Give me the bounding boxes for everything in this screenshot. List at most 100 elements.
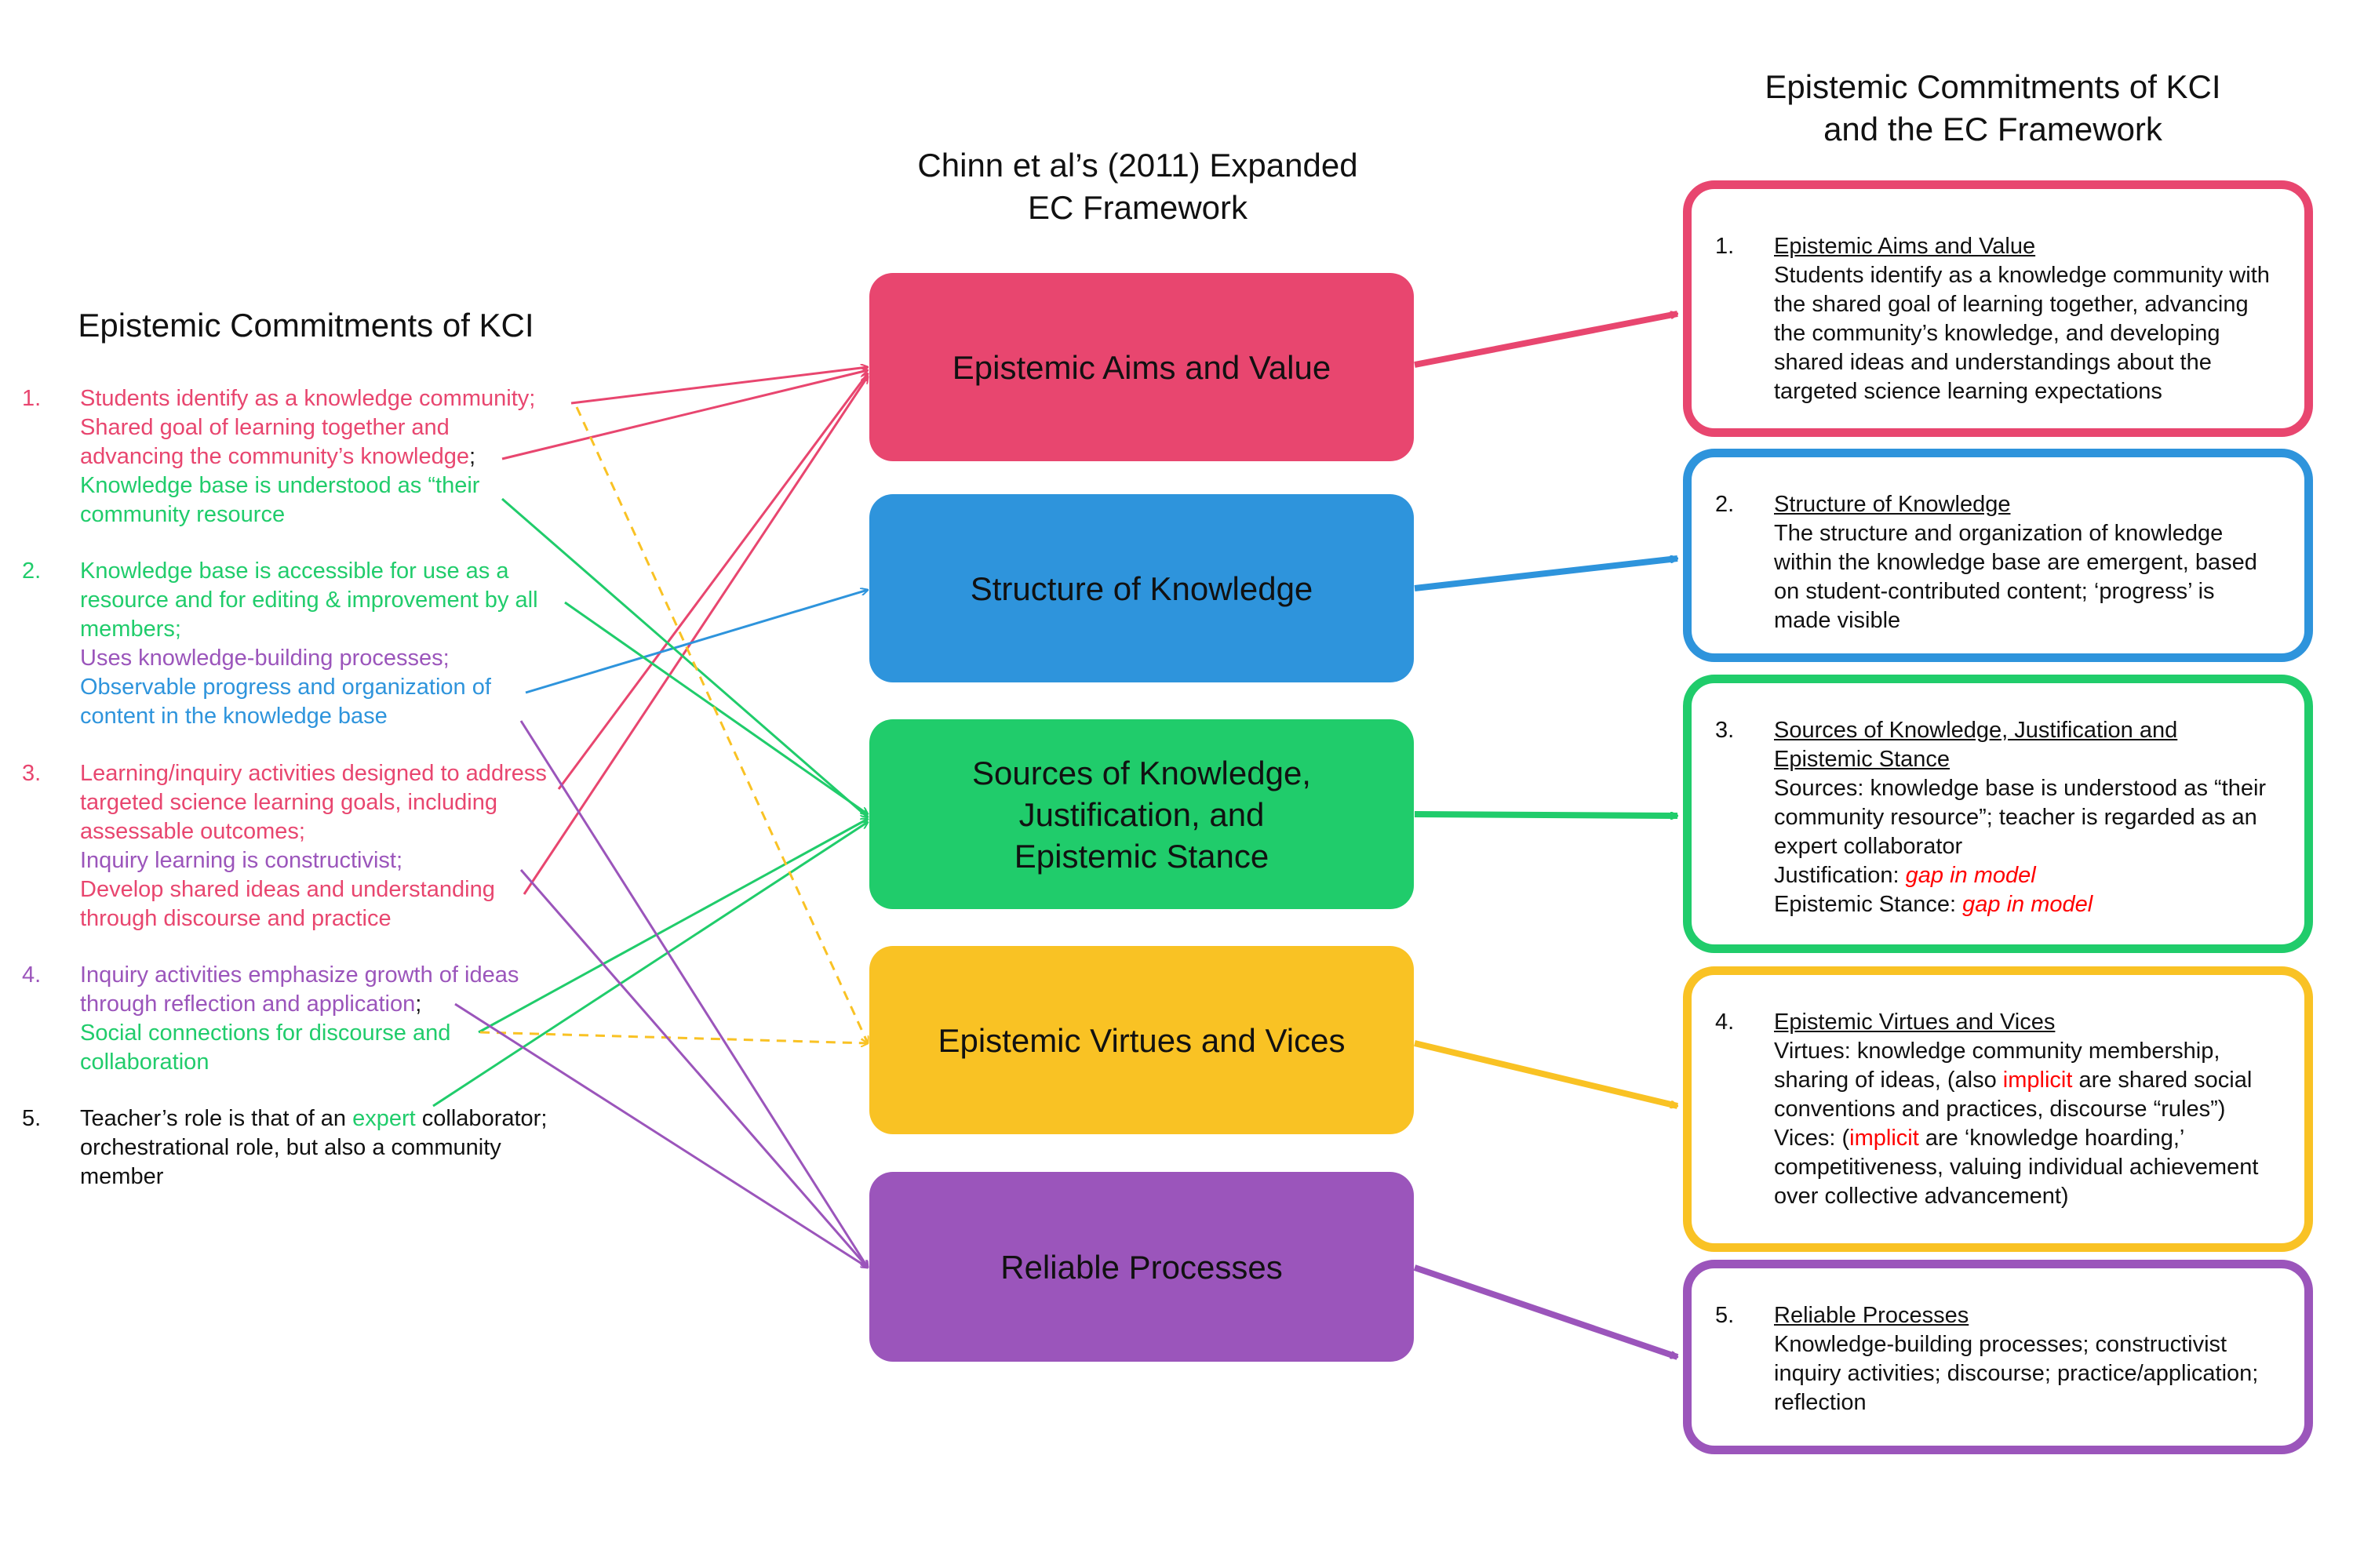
right-box-virtues: 4. Epistemic Virtues and Vices Virtues: … [1683, 966, 2313, 1252]
right-box-processes: 5. Reliable Processes Knowledge-building… [1683, 1260, 2313, 1454]
implicit-text: implicit [2002, 1068, 2073, 1093]
right-box-virtues-line: sharing of ideas, (also implicit are sha… [1774, 1066, 2289, 1095]
center-box-sources-line3: Epistemic Stance [1014, 837, 1269, 875]
right-title-line2: and the EC Framework [1823, 111, 2162, 147]
center-box-sources: Sources of Knowledge, Justification, and… [869, 719, 1414, 909]
center-box-aims: Epistemic Aims and Value [869, 273, 1414, 461]
right-box-aims-line: Students identify as a knowledge communi… [1774, 263, 2270, 288]
left-commitment-line: member [80, 1164, 164, 1189]
connector-pink-3a [557, 373, 868, 790]
left-commitment-line: Shared goal of learning together and [80, 415, 450, 440]
left-commitment-number: 3. [22, 761, 42, 786]
left-column-title: Epistemic Commitments of KCI [78, 307, 534, 344]
right-box-sources-heading: Sources of Knowledge, Justification and [1774, 718, 2178, 743]
left-commitment-line: through discourse and practice [80, 906, 392, 931]
right-box-structure-line: The structure and organization of knowle… [1774, 521, 2224, 546]
center-box-sources-line1: Sources of Knowledge, [972, 754, 1311, 791]
center-box-structure-label: Structure of Knowledge [970, 569, 1313, 607]
connector-green-2 [564, 601, 868, 814]
right-box-sources-line: Sources: knowledge base is understood as… [1774, 776, 2267, 801]
connector-pink-1b [501, 370, 868, 460]
right-box-structure-line: within the knowledge base are emergent, … [1774, 550, 2257, 575]
right-box-aims-line: the shared goal of learning together, ad… [1774, 292, 2249, 317]
right-box-structure: 2. Structure of Knowledge The structure … [1683, 449, 2313, 662]
right-box-virtues-line: Vices: (implicit are ‘knowledge hoarding… [1774, 1124, 2289, 1153]
stance-label: Epistemic Stance: [1774, 892, 1963, 917]
right-box-virtues-line: competitiveness, valuing individual achi… [1774, 1155, 2259, 1180]
implicit-text: implicit [1849, 1126, 1919, 1151]
center-box-processes-label: Reliable Processes [1000, 1248, 1283, 1286]
center-title-line2: EC Framework [1027, 189, 1248, 226]
connector-purple-4 [454, 1002, 868, 1268]
right-box-virtues-number: 4. [1715, 1010, 1735, 1035]
left-commitment-line: Knowledge base is understood as “their [80, 473, 480, 498]
left-commitment-line: Develop shared ideas and understanding [80, 877, 495, 902]
left-commitment-line: Students identify as a knowledge communi… [80, 386, 536, 411]
left-commitment-line: Knowledge base is accessible for use as … [80, 558, 509, 584]
right-box-aims-heading: Epistemic Aims and Value [1774, 234, 2036, 259]
connector-green-1 [501, 497, 868, 817]
left-commitment-line: resource and for editing & improvement b… [80, 588, 538, 613]
right-box-processes-line: inquiry activities; discourse; practice/… [1774, 1361, 2259, 1386]
center-box-structure: Structure of Knowledge [869, 494, 1414, 682]
left-commitment-line: Inquiry learning is constructivist; [80, 848, 402, 873]
right-box-aims-number: 1. [1715, 234, 1735, 259]
left-commitment-number: 4. [22, 962, 42, 988]
right-box-structure-heading: Structure of Knowledge [1774, 492, 2011, 517]
center-box-virtues: Epistemic Virtues and Vices [869, 946, 1414, 1134]
center-column-title: Chinn et al’s (2011) Expanded EC Framewo… [824, 144, 1452, 229]
right-box-processes-heading: Reliable Processes [1774, 1303, 1969, 1328]
right-box-sources: 3. Sources of Knowledge, Justification a… [1683, 675, 2313, 953]
left-commitment-line: Social connections for discourse and [80, 1020, 451, 1046]
right-box-sources-line: expert collaborator [1774, 834, 1963, 859]
right-box-structure-line: made visible [1774, 608, 1901, 633]
left-commitment-number: 1. [22, 386, 42, 411]
right-box-sources-line: community resource”; teacher is regarded… [1774, 805, 2257, 830]
connector-right-blue [1414, 558, 1677, 591]
connector-yellow-dashed-1 [575, 406, 868, 1043]
connector-purple-3 [519, 869, 868, 1268]
connector-right-purple [1413, 1264, 1677, 1360]
right-box-virtues-line: Virtues: knowledge community membership, [1774, 1039, 2220, 1064]
left-commitment-line: targeted science learning goals, includi… [80, 790, 498, 815]
right-box-aims-line: targeted science learning expectations [1774, 379, 2162, 404]
connector-purple-2 [519, 720, 868, 1268]
right-box-aims-line: shared ideas and understandings about th… [1774, 350, 2212, 375]
left-commitment-line: advancing the community’s knowledge; [80, 444, 476, 469]
connector-pink-1a [570, 367, 868, 405]
connector-pink-3b [523, 377, 868, 895]
left-commitment-line: collaboration [80, 1050, 209, 1075]
center-box-aims-label: Epistemic Aims and Value [952, 348, 1331, 386]
right-box-structure-line: on student-contributed content; ‘progres… [1774, 579, 2215, 604]
left-commitment-line: assessable outcomes; [80, 819, 305, 844]
right-title-line1: Epistemic Commitments of KCI [1765, 68, 2221, 105]
left-commitment-number: 5. [22, 1106, 42, 1131]
left-commitment-number: 2. [22, 558, 42, 584]
vices-line-pre: Vices: ( [1774, 1126, 1850, 1151]
left-commitment-line: Teacher’s role is that of an expert coll… [80, 1106, 548, 1131]
center-box-sources-line2: Justification, and [1018, 795, 1265, 833]
left-commitment-line: Learning/inquiry activities designed to … [80, 761, 547, 786]
justification-label: Justification: [1774, 863, 1906, 888]
right-box-processes-line: reflection [1774, 1390, 1867, 1415]
vices-line-post: are ‘knowledge hoarding,’ [1918, 1126, 2185, 1151]
left-commitment-line: community resource [80, 502, 286, 527]
justification-gap-text: gap in model [1905, 863, 2036, 888]
connector-right-green [1414, 811, 1677, 816]
left-commitment-line: content in the knowledge base [80, 704, 388, 729]
center-box-processes: Reliable Processes [869, 1172, 1414, 1362]
right-box-sources-heading: Epistemic Stance [1774, 747, 1951, 772]
virtues-line2-post: are shared social [2072, 1068, 2253, 1093]
left-commitment-line: Observable progress and organization of [80, 675, 491, 700]
right-box-sources-number: 3. [1715, 718, 1735, 743]
virtues-line2-pre: sharing of ideas, (also [1774, 1068, 2003, 1093]
left-commitment-line: Inquiry activities emphasize growth of i… [80, 962, 519, 988]
connector-green-5 [432, 822, 868, 1108]
left-commitment-line: orchestrational role, but also a communi… [80, 1135, 501, 1160]
right-box-processes-number: 5. [1715, 1303, 1735, 1328]
left-commitment-line: Uses knowledge-building processes; [80, 646, 450, 671]
right-box-virtues-line: over collective advancement) [1774, 1184, 2069, 1209]
connector-green-4 [478, 819, 868, 1034]
connector-right-yellow [1414, 1040, 1677, 1109]
